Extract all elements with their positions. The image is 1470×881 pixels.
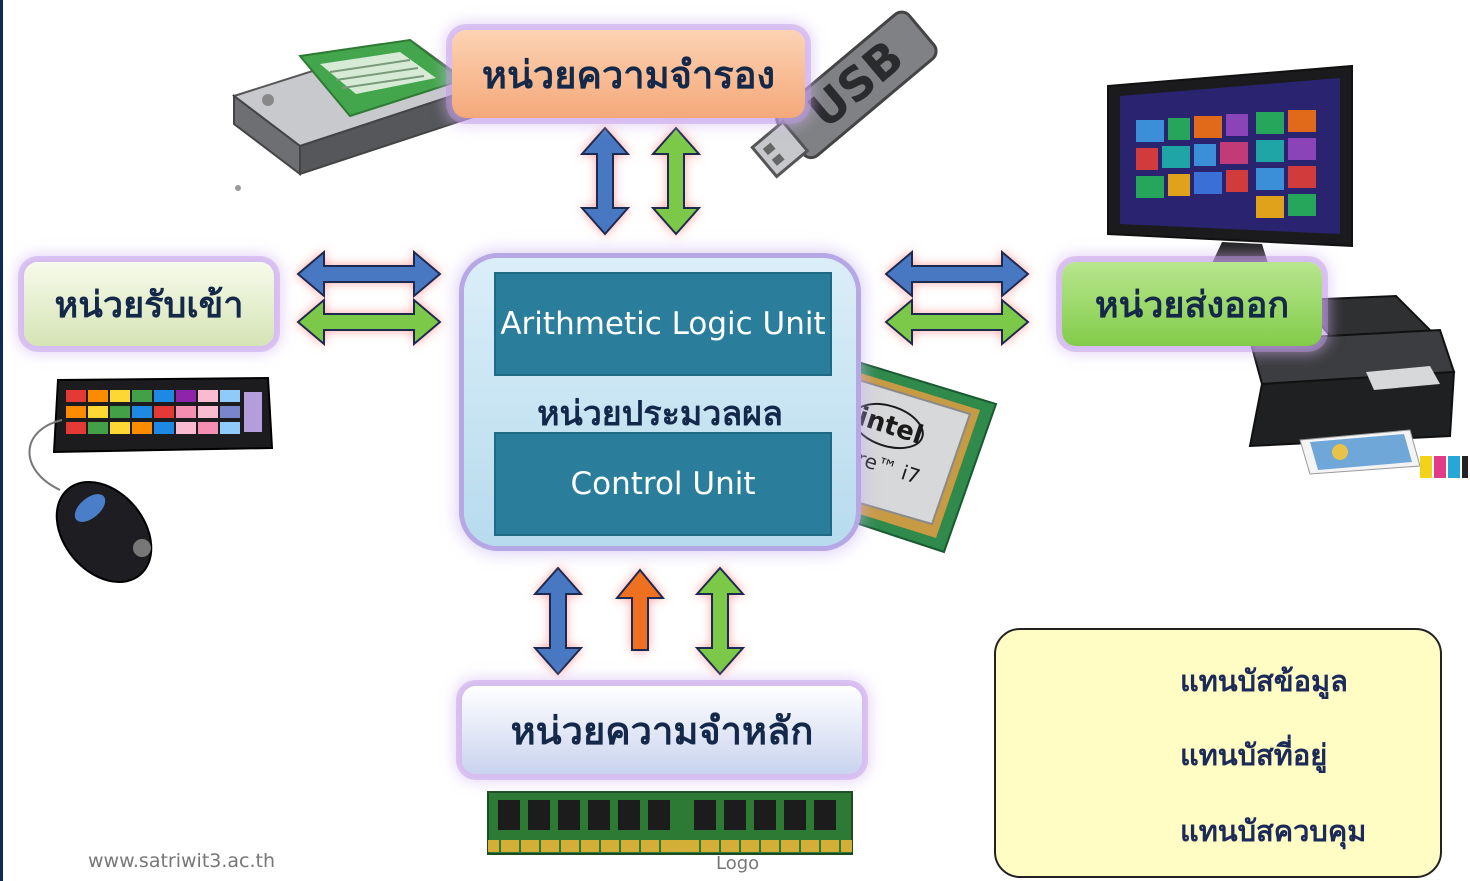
storage-data-bus-arrow	[579, 126, 631, 236]
memory-control-bus-arrow	[694, 566, 746, 676]
processing-unit-panel: Arithmetic Logic Unit หน่วยประมวลผล Cont…	[464, 258, 856, 546]
output-data-bus-arrow	[884, 249, 1030, 299]
left-border	[0, 0, 3, 881]
output-control-bus-arrow	[884, 297, 1030, 347]
legend-control-bus-label: แทนบัสควบคุม	[1180, 814, 1367, 848]
main-memory-unit: หน่วยความจำหลัก	[462, 686, 862, 774]
alu-block: Arithmetic Logic Unit	[494, 272, 832, 376]
monitor-icon	[1107, 64, 1353, 286]
control-unit-block: Control Unit	[494, 432, 832, 536]
input-data-bus-arrow	[296, 249, 442, 299]
memory-address-bus-arrow	[614, 568, 666, 651]
keyboard-icon	[52, 376, 274, 454]
ram-module-icon	[487, 791, 853, 855]
storage-control-bus-arrow	[650, 126, 702, 236]
legend-data-bus-label: แทนบัสข้อมูล	[1180, 664, 1348, 698]
mouse-icon	[28, 419, 153, 584]
hard-disk-icon	[231, 38, 479, 191]
secondary-storage-unit: หน่วยความจำรอง	[452, 30, 805, 118]
input-control-bus-arrow	[296, 297, 442, 347]
input-unit: หน่วยรับเข้า	[24, 262, 274, 346]
footer-url: www.satriwit3.ac.th	[88, 850, 276, 872]
memory-data-bus-arrow	[532, 566, 584, 676]
printer-icon	[1248, 294, 1468, 478]
processing-unit-label: หน่วยประมวลผล	[537, 394, 783, 434]
legend-address-bus-label: แทนบัสที่อยู่	[1180, 738, 1328, 772]
output-unit: หน่วยส่งออก	[1062, 262, 1322, 346]
footer-logo-text: Logo	[716, 853, 760, 874]
legend-panel: แทนบัสข้อมูล แทนบัสที่อยู่ แทนบัสควบคุม	[994, 628, 1442, 878]
